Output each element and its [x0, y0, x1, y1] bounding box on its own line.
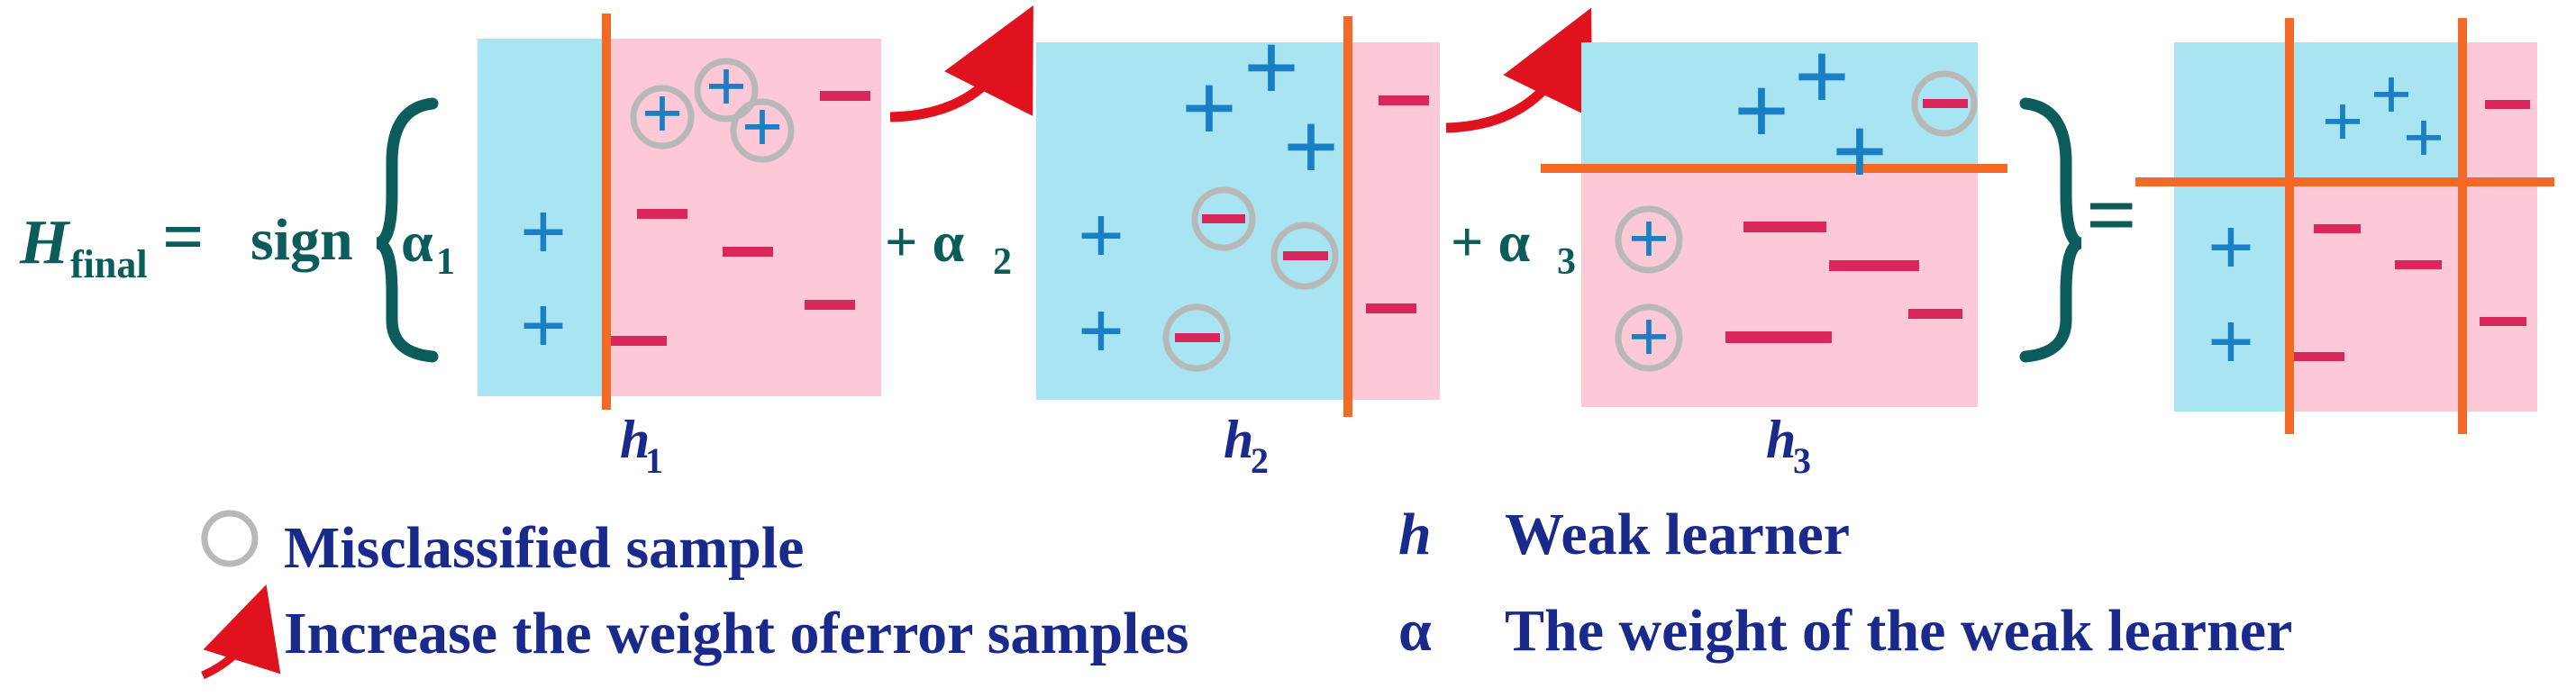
alpha-1-subscript: 1	[436, 241, 455, 283]
minus-sample	[1175, 333, 1220, 342]
legend-arrow-label: Increase the weight oferror samples	[284, 601, 1188, 666]
panel-final: + + + + +	[2135, 18, 2554, 434]
minus-sample	[2395, 260, 2442, 269]
curved-arrow-icon	[889, 5, 1033, 122]
plus-sample: +	[1794, 22, 1851, 131]
final-positive-left	[2174, 42, 2289, 412]
plus-sample: +	[2371, 53, 2413, 135]
alpha-2-subscript: 2	[993, 241, 1012, 283]
final-positive-top	[2289, 42, 2462, 182]
plus-alpha-2: + α	[885, 210, 964, 274]
sign-word: sign	[250, 207, 353, 273]
legend: Misclassified sample Increase the weight…	[201, 502, 2292, 680]
minus-sample	[1743, 222, 1826, 232]
circle-icon	[201, 510, 259, 567]
final-negative-middle	[2289, 182, 2462, 412]
h1-subscript: 1	[645, 440, 663, 481]
legend-alpha-symbol: α	[1398, 598, 1432, 664]
minus-sample	[723, 247, 773, 257]
panel-h1: + + + + + h 1	[478, 14, 881, 481]
plus-sample: +	[1628, 197, 1670, 279]
legend-h-symbol: h	[1398, 502, 1432, 567]
panel-h2: + + + + + h 2	[1036, 13, 1440, 481]
misclassified-circle	[1162, 303, 1231, 372]
minus-sample	[1202, 214, 1245, 223]
curved-arrow-icon	[201, 584, 281, 680]
h3-label: h	[1766, 410, 1796, 469]
misclassified-circle	[630, 85, 695, 149]
misclassified-circle	[694, 58, 759, 122]
legend-alpha-label: The weight of the weak learner	[1505, 598, 2292, 664]
legend-misclassified-label: Misclassified sample	[284, 515, 804, 581]
minus-sample	[1366, 303, 1416, 313]
result-equals: =	[2086, 165, 2137, 265]
h3-subscript: 3	[1793, 440, 1811, 481]
plus-sample: +	[1078, 285, 1124, 376]
minus-sample	[1923, 99, 1968, 108]
plus-alpha-3: + α	[1451, 210, 1530, 274]
h2-label: h	[1224, 410, 1253, 469]
minus-sample	[2485, 100, 2530, 109]
plus-sample: +	[1832, 96, 1889, 206]
misclassified-circle	[1270, 222, 1339, 290]
minus-sample	[637, 209, 687, 219]
plus-sample: +	[642, 72, 684, 154]
minus-sample	[1725, 331, 1832, 343]
minus-sample	[2294, 352, 2344, 361]
right-brace	[2019, 97, 2083, 363]
h1-positive-region	[478, 39, 606, 396]
alpha-3-subscript: 3	[1557, 241, 1576, 283]
minus-sample	[2314, 224, 2361, 233]
minus-sample	[805, 300, 855, 310]
plus-sample: +	[742, 86, 784, 167]
minus-sample	[1908, 309, 1962, 319]
plus-sample: +	[2207, 201, 2254, 293]
plus-sample: +	[1181, 53, 1238, 163]
h2-subscript: 2	[1251, 440, 1269, 481]
minus-sample	[611, 336, 667, 346]
left-brace	[375, 97, 439, 363]
plus-sample: +	[520, 279, 567, 371]
legend-h-label: Weak learner	[1505, 502, 1850, 567]
misclassified-circle	[1615, 205, 1683, 274]
plus-sample: +	[1243, 13, 1300, 122]
plus-sample: +	[520, 186, 567, 277]
misclassified-circle	[1191, 186, 1256, 251]
h1-label: h	[620, 410, 650, 469]
alpha-1: α	[401, 210, 433, 274]
formula-left: H final = sign α 1	[19, 97, 455, 363]
plus-sample: +	[1283, 92, 1340, 202]
plus-sample: +	[1734, 56, 1790, 166]
plus-sample: +	[1078, 189, 1124, 281]
plus-sample: +	[2403, 96, 2445, 178]
plus-sample: +	[2322, 80, 2364, 162]
panel-h3: + + + + + h 3	[1541, 22, 2007, 481]
minus-sample	[1283, 251, 1328, 260]
plus-sample: +	[2207, 295, 2254, 387]
curved-arrow-icon	[1445, 7, 1593, 133]
misclassified-circle	[1911, 70, 1978, 137]
minus-sample	[2480, 317, 2526, 326]
minus-sample	[1379, 95, 1429, 105]
misclassified-circle	[730, 98, 795, 163]
minus-sample	[1829, 260, 1919, 271]
h-final-subscript: final	[70, 242, 148, 286]
plus-sample: +	[1628, 295, 1670, 377]
formula-equals: =	[162, 195, 205, 277]
misclassified-circle	[1615, 303, 1683, 372]
h-final-symbol: H	[19, 208, 71, 277]
final-negative-right	[2462, 42, 2537, 412]
minus-sample	[820, 91, 870, 101]
